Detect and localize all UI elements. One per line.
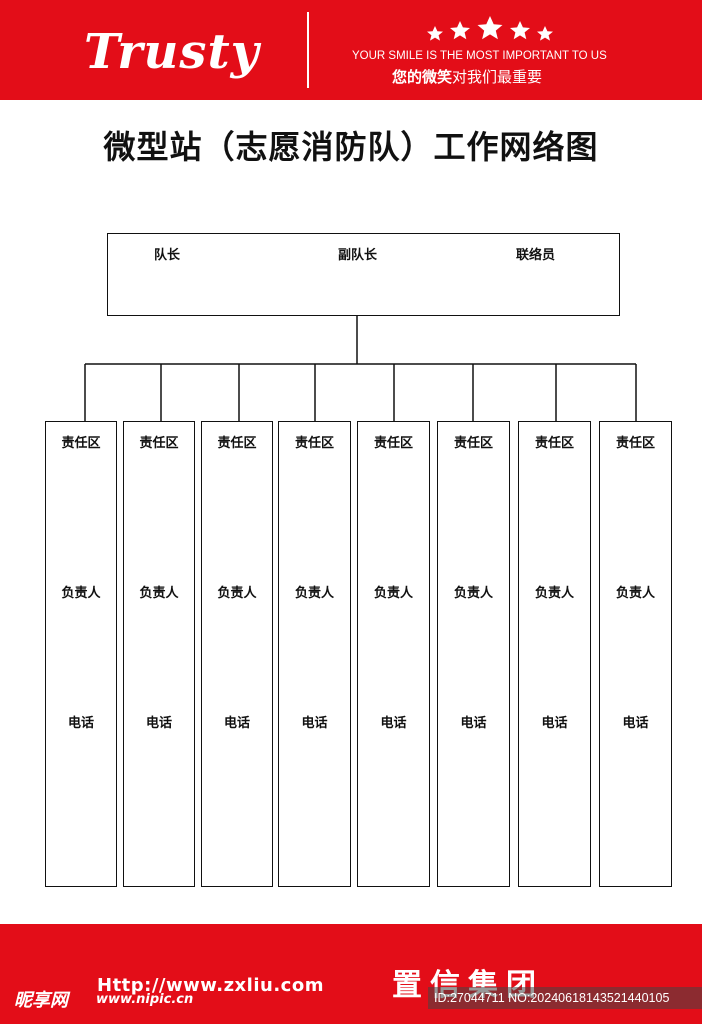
stars-icon [427, 16, 553, 41]
zone-area-label: 责任区 [139, 436, 179, 451]
leadership-box: 队长 副队长 联络员 [107, 233, 620, 316]
captain-label: 队长 [154, 248, 181, 263]
zone-phone-label: 电话 [223, 716, 250, 731]
slogan-english: YOUR SMILE IS THE MOST IMPORTANT TO US [352, 50, 607, 62]
zone-phone-label: 电话 [301, 716, 328, 731]
zone-phone-label: 电话 [67, 716, 94, 731]
star-icon [510, 21, 530, 40]
zone-column: 责任区 负责人 电话 [599, 421, 672, 887]
zone-area-label: 责任区 [615, 436, 655, 451]
zone-phone-label: 电话 [541, 716, 568, 731]
zone-person-label: 负责人 [534, 586, 574, 601]
zone-area-label: 责任区 [534, 436, 574, 451]
zone-person-label: 负责人 [615, 586, 655, 601]
watermark-brand: 昵享网 [14, 990, 68, 1011]
zone-column: 责任区 负责人 电话 [201, 421, 273, 887]
zone-person-label: 负责人 [217, 586, 257, 601]
header-band: Trusty YOUR SMILE IS THE MOST IMPORTANT … [0, 0, 702, 100]
page-title: 微型站（志愿消防队）工作网络图 [103, 128, 599, 166]
zone-column: 责任区 负责人 电话 [45, 421, 117, 887]
star-icon [537, 26, 553, 41]
brand-logo: Trusty [84, 24, 260, 80]
header-divider [307, 12, 309, 88]
zone-area-label: 责任区 [373, 436, 413, 451]
zone-column: 责任区 负责人 电话 [123, 421, 195, 887]
zone-person-label: 负责人 [453, 586, 493, 601]
star-icon [427, 26, 443, 41]
zone-area-label: 责任区 [453, 436, 493, 451]
zone-person-label: 负责人 [294, 586, 334, 601]
slogan-chinese-highlight: 您的微笑 [392, 68, 453, 86]
zone-column: 责任区 负责人 电话 [278, 421, 351, 887]
zone-person-label: 负责人 [373, 586, 413, 601]
zone-area-label: 责任区 [294, 436, 334, 451]
watermark-id: ID:27044711 NO:20240618143521440105 [428, 987, 702, 1009]
footer-band: Http://www.zxliu.com 置信集团 昵享网 www.nipic.… [0, 924, 702, 1024]
zone-phone-label: 电话 [380, 716, 407, 731]
slogan-chinese: 您的微笑对我们最重要 [392, 66, 542, 87]
star-icon [450, 21, 470, 40]
zone-column: 责任区 负责人 电话 [437, 421, 510, 887]
slogan-chinese-rest: 对我们最重要 [452, 68, 543, 86]
footer-website[interactable]: Http://www.zxliu.com [97, 975, 324, 996]
watermark-url: www.nipic.cn [96, 992, 194, 1007]
vice-captain-label: 副队长 [338, 248, 378, 263]
zone-column: 责任区 负责人 电话 [518, 421, 591, 887]
zone-column: 责任区 负责人 电话 [357, 421, 430, 887]
zone-phone-label: 电话 [145, 716, 172, 731]
zone-phone-label: 电话 [460, 716, 487, 731]
zone-person-label: 负责人 [139, 586, 179, 601]
zone-phone-label: 电话 [622, 716, 649, 731]
zone-area-label: 责任区 [61, 436, 101, 451]
star-icon [477, 16, 503, 40]
zone-area-label: 责任区 [217, 436, 257, 451]
liaison-label: 联络员 [516, 248, 556, 263]
zone-person-label: 负责人 [61, 586, 101, 601]
drop-lines [84, 364, 637, 421]
